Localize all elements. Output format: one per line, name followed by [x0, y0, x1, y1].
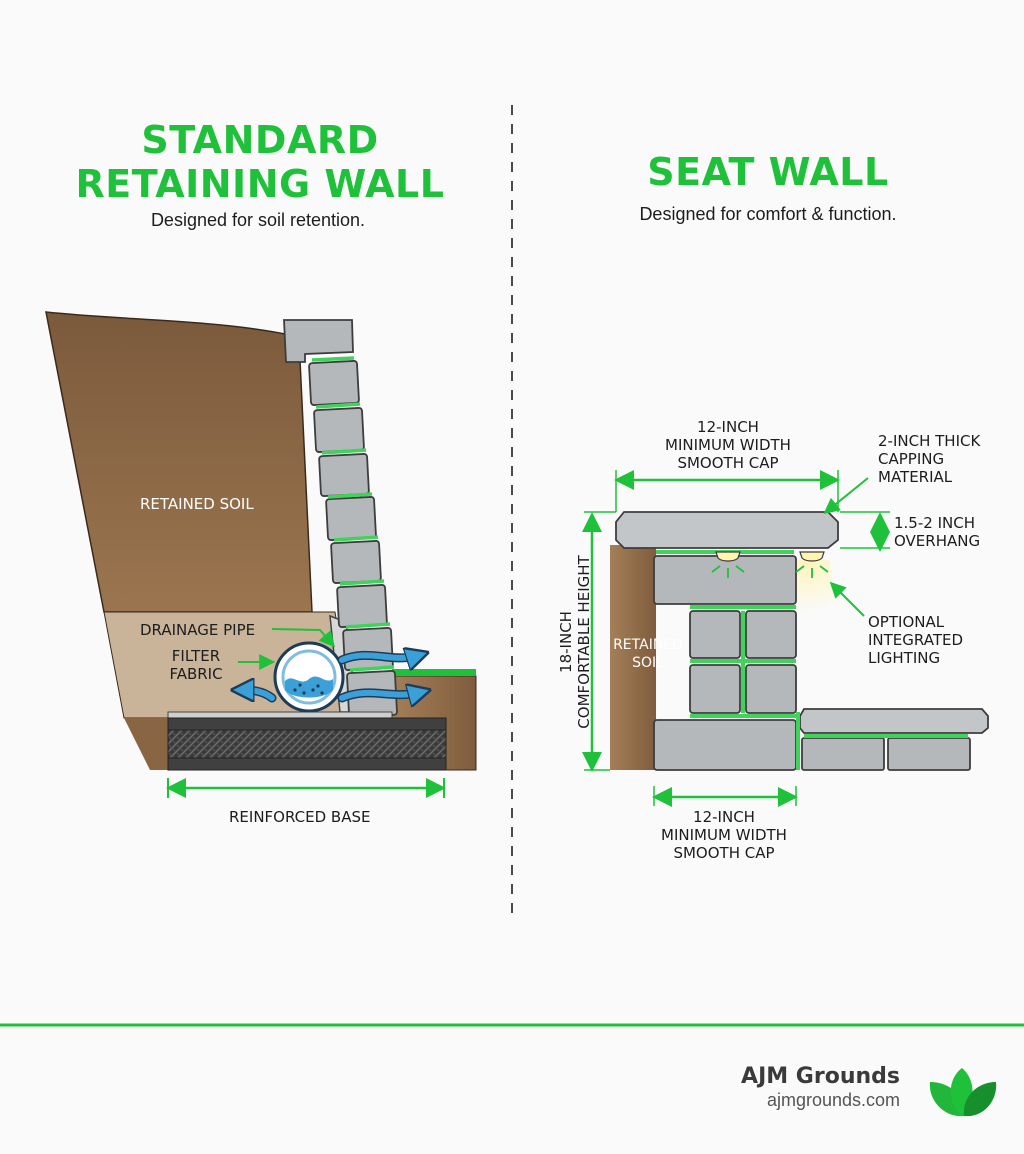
- label-line: FILTER: [171, 647, 221, 665]
- seat-block: [745, 664, 797, 714]
- block-joints: [311, 356, 395, 672]
- seat-block: [653, 555, 797, 605]
- flow-arrow-icon: [240, 655, 422, 698]
- label-line: SMOOTH CAP: [673, 844, 775, 862]
- label-line: MINIMUM WIDTH: [665, 436, 791, 454]
- wall-cap-block: [283, 319, 354, 363]
- paver-block: [887, 737, 971, 771]
- light-fixture-icon: [711, 551, 829, 578]
- wall-block: [318, 453, 370, 497]
- label-filter-fabric: FILTER FABRIC: [158, 647, 234, 683]
- left-panel-subtitle: Designed for soil retention.: [150, 210, 366, 230]
- seat-wall-blocks: [615, 511, 989, 771]
- seat-wall-cross-section: [582, 470, 989, 807]
- label-line: 18-INCH: [557, 611, 575, 673]
- label-line: 12-INCH: [697, 418, 759, 436]
- paver-block: [801, 737, 885, 771]
- label-line: INTEGRATED: [868, 631, 964, 649]
- block-joints: [656, 550, 968, 770]
- wall-block: [325, 496, 377, 541]
- wall-block: [330, 540, 382, 584]
- wall-block: [342, 627, 394, 671]
- seat-footing-block: [653, 719, 797, 771]
- retained-soil-mass: [45, 311, 313, 613]
- wall-block: [308, 360, 360, 406]
- wall-block: [313, 407, 365, 453]
- label-line: RETAINED: [613, 637, 683, 653]
- leaf-logo-icon: [929, 1068, 997, 1117]
- label-line: 2-INCH THICK: [878, 432, 981, 450]
- capstone: [615, 511, 839, 549]
- label-line: 12-INCH: [693, 808, 755, 826]
- label-line: FABRIC: [169, 665, 223, 683]
- label-line: SOIL: [632, 655, 664, 671]
- label-line: SMOOTH CAP: [677, 454, 779, 472]
- label-capping-material: 2-INCH THICK CAPPING MATERIAL: [878, 432, 980, 486]
- retained-soil-mass: [610, 545, 656, 770]
- label-top-cap-width: 12-INCH MINIMUM WIDTH SMOOTH CAP: [638, 418, 818, 472]
- left-title-line: STANDARD: [141, 118, 379, 162]
- label-retained-soil-seat: RETAINED SOIL: [610, 636, 686, 672]
- label-line: OVERHANG: [894, 532, 981, 550]
- label-bottom-cap-width: 12-INCH MINIMUM WIDTH SMOOTH CAP: [634, 808, 814, 862]
- right-panel-subtitle: Designed for comfort & function.: [639, 204, 897, 224]
- seat-block: [745, 610, 797, 659]
- reinforced-base: [167, 711, 447, 771]
- label-comfortable-height: 18-INCH COMFORTABLE HEIGHT: [557, 537, 593, 747]
- paver-step: [799, 708, 989, 734]
- label-drainage-pipe: DRAINAGE PIPE: [140, 621, 256, 639]
- label-reinforced-base: REINFORCED BASE: [229, 808, 371, 826]
- brand-name: AJM Grounds: [741, 1064, 900, 1089]
- label-line: MATERIAL: [878, 468, 953, 486]
- left-title-line: RETAINING WALL: [75, 162, 445, 206]
- label-integrated-lighting: OPTIONAL INTEGRATED LIGHTING: [868, 613, 963, 667]
- label-overhang: 1.5-2 INCH OVERHANG: [894, 514, 980, 550]
- label-line: OPTIONAL: [868, 613, 945, 631]
- left-panel-title: STANDARD RETAINING WALL: [60, 118, 460, 206]
- wall-block: [336, 584, 388, 628]
- label-line: LIGHTING: [868, 649, 941, 667]
- seat-block: [689, 664, 741, 714]
- retaining-wall-cross-section: [45, 311, 477, 798]
- label-line: CAPPING: [878, 450, 945, 468]
- retaining-wall-blocks: [283, 319, 398, 718]
- label-line: MINIMUM WIDTH: [661, 826, 787, 844]
- brand-url: ajmgrounds.com: [766, 1090, 900, 1110]
- front-grass: [392, 669, 476, 676]
- seat-block: [689, 610, 741, 659]
- label-line: COMFORTABLE HEIGHT: [575, 555, 593, 729]
- label-retained-soil: RETAINED SOIL: [140, 495, 254, 513]
- label-line: 1.5-2 INCH: [894, 514, 975, 532]
- drainage-pipe: [273, 641, 345, 713]
- right-panel-title: SEAT WALL: [647, 150, 889, 194]
